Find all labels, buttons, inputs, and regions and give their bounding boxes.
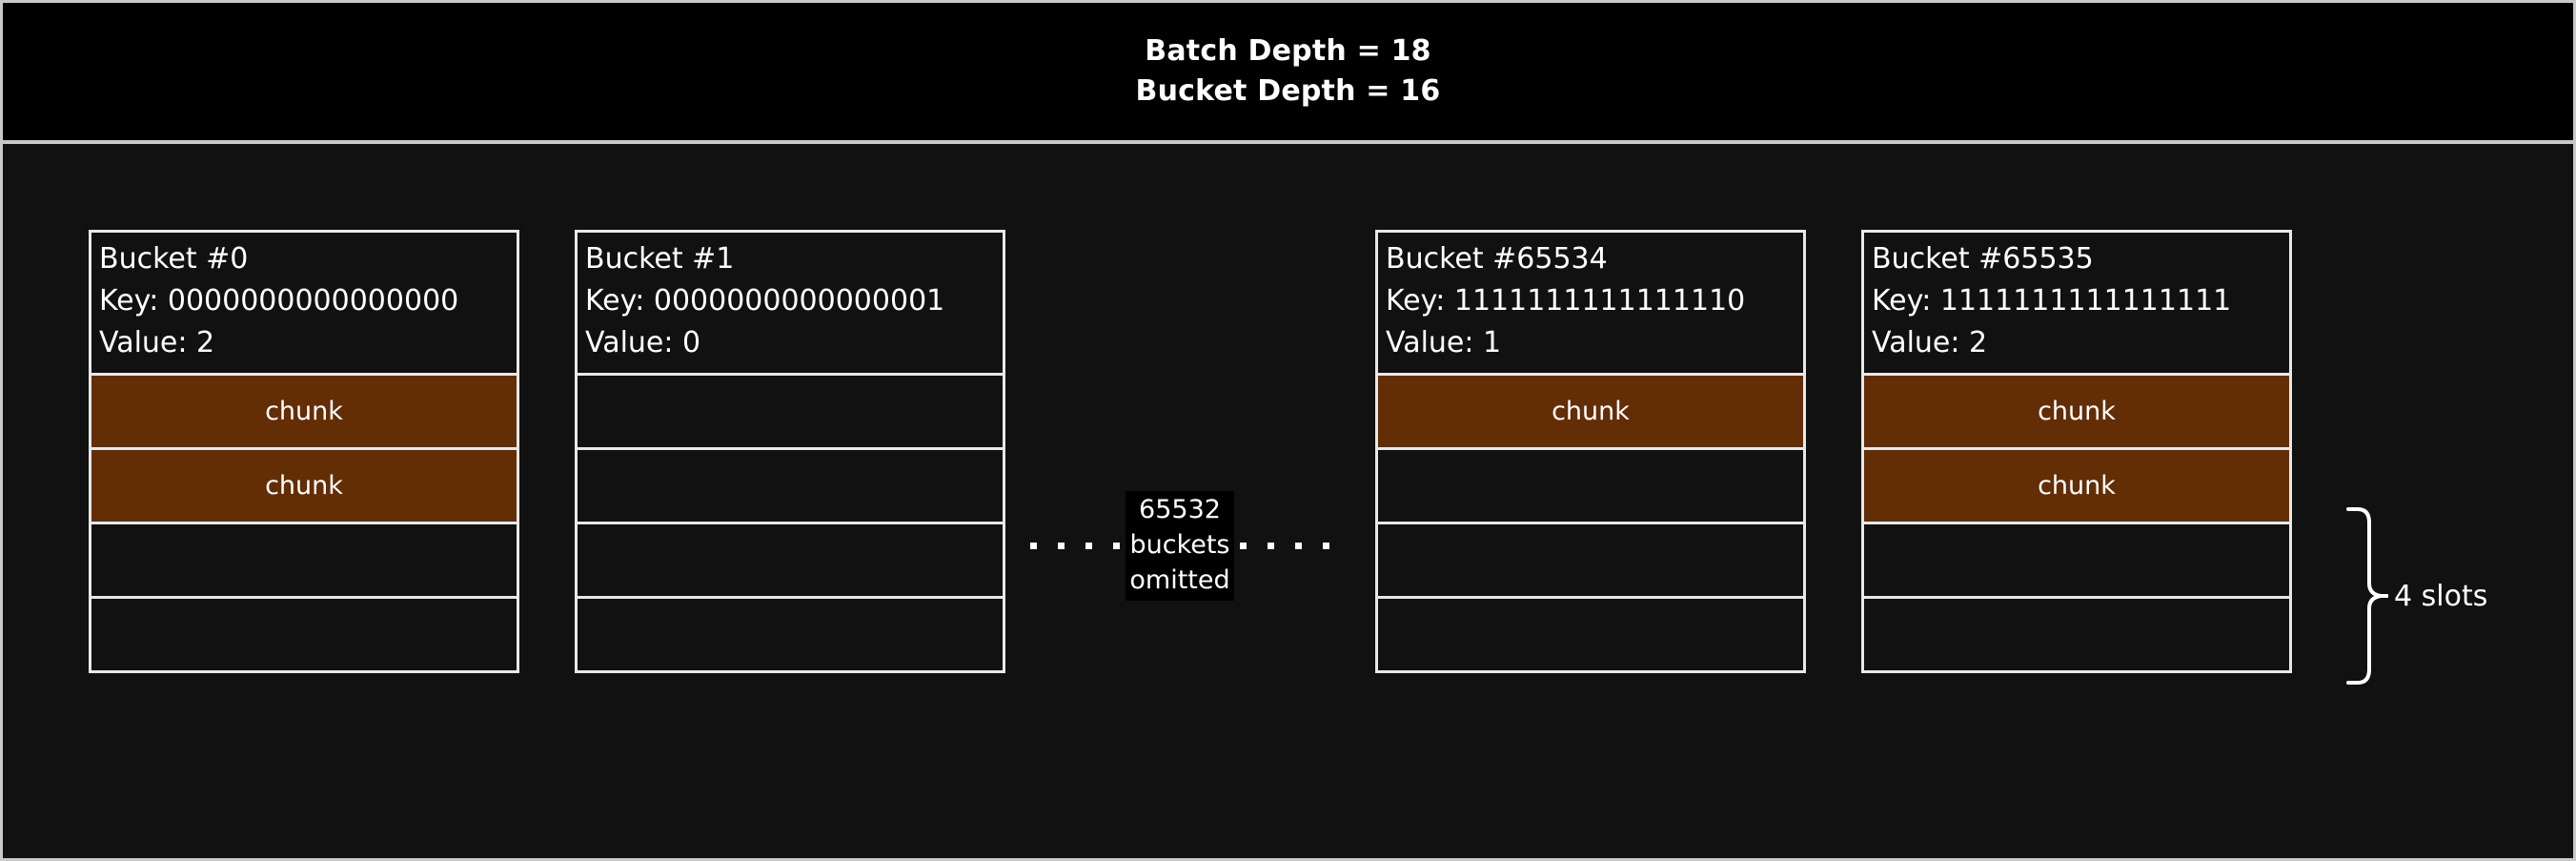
dot-icon — [1322, 543, 1329, 549]
bucket-depth-label: Bucket Depth = 16 — [1135, 74, 1441, 108]
bucket-box-65535: Bucket #65535 Key: 1111111111111111 Valu… — [1861, 230, 2292, 673]
omitted-label: 65532 buckets omitted — [1126, 491, 1234, 601]
omitted-word: buckets — [1129, 530, 1230, 560]
bucket-key-65534: Key: 1111111111111110 — [1386, 284, 1746, 318]
diagram-stage: Bucket #0 Key: 0000000000000000 Value: 2… — [3, 148, 2573, 858]
dot-icon — [1239, 543, 1247, 549]
dot-icon — [1267, 543, 1274, 549]
bucket-key-0: Key: 0000000000000000 — [99, 284, 459, 318]
curly-brace-icon — [2346, 507, 2388, 685]
bucket-box-0: Bucket #0 Key: 0000000000000000 Value: 2… — [89, 230, 519, 673]
slot-chunk: chunk — [1864, 450, 2289, 524]
bucket-value-65535: Value: 2 — [1872, 326, 1988, 360]
bucket-value-1: Value: 0 — [585, 326, 701, 360]
header-banner: Batch Depth = 18 Bucket Depth = 16 — [3, 3, 2573, 144]
ellipsis-dots-left — [1030, 543, 1121, 549]
bucket-header-1: Bucket #1 Key: 0000000000000001 Value: 0 — [578, 233, 1003, 376]
slot-empty — [578, 376, 1003, 450]
bucket-slots-1 — [578, 376, 1003, 670]
bucket-header-65534: Bucket #65534 Key: 1111111111111110 Valu… — [1378, 233, 1803, 376]
bucket-header-0: Bucket #0 Key: 0000000000000000 Value: 2 — [91, 233, 517, 376]
slot-empty — [578, 524, 1003, 599]
slots-count-label: 4 slots — [2394, 579, 2488, 613]
omitted-count: 65532 — [1139, 495, 1221, 525]
slot-chunk: chunk — [91, 450, 517, 524]
bucket-slots-0: chunk chunk — [91, 376, 517, 670]
dot-icon — [1030, 543, 1038, 549]
omitted-state: omitted — [1129, 564, 1230, 595]
bucket-box-65534: Bucket #65534 Key: 1111111111111110 Valu… — [1375, 230, 1806, 673]
dot-icon — [1113, 543, 1121, 549]
bucket-title-65534: Bucket #65534 — [1386, 242, 1608, 276]
bucket-slots-65535: chunk chunk — [1864, 376, 2289, 670]
slots-annotation: 4 slots — [2343, 505, 2562, 687]
bucket-slots-65534: chunk — [1378, 376, 1803, 670]
dot-icon — [1085, 543, 1093, 549]
bucket-header-65535: Bucket #65535 Key: 1111111111111111 Valu… — [1864, 233, 2289, 376]
dot-icon — [1058, 543, 1065, 549]
slot-empty — [578, 599, 1003, 670]
bucket-title-65535: Bucket #65535 — [1872, 242, 2094, 276]
bucket-value-65534: Value: 1 — [1386, 326, 1502, 360]
bucket-title-0: Bucket #0 — [99, 242, 249, 276]
slot-empty — [578, 450, 1003, 524]
bucket-key-1: Key: 0000000000000001 — [585, 284, 945, 318]
slot-empty — [91, 599, 517, 670]
buckets-omitted-marker: 65532 buckets omitted — [1030, 486, 1329, 605]
slot-empty — [1378, 599, 1803, 670]
bucket-title-1: Bucket #1 — [585, 242, 735, 276]
slot-chunk: chunk — [1864, 376, 2289, 450]
slot-empty — [1378, 524, 1803, 599]
slot-chunk: chunk — [1378, 376, 1803, 450]
slot-empty — [1864, 599, 2289, 670]
bucket-value-0: Value: 2 — [99, 326, 215, 360]
dot-icon — [1294, 543, 1302, 549]
batch-depth-label: Batch Depth = 18 — [1145, 34, 1431, 69]
slot-empty — [1378, 450, 1803, 524]
slot-chunk: chunk — [91, 376, 517, 450]
ellipsis-dots-right — [1239, 543, 1329, 549]
slot-empty — [1864, 524, 2289, 599]
bucket-key-65535: Key: 1111111111111111 — [1872, 284, 2232, 318]
slot-empty — [91, 524, 517, 599]
bucket-box-1: Bucket #1 Key: 0000000000000001 Value: 0 — [575, 230, 1005, 673]
